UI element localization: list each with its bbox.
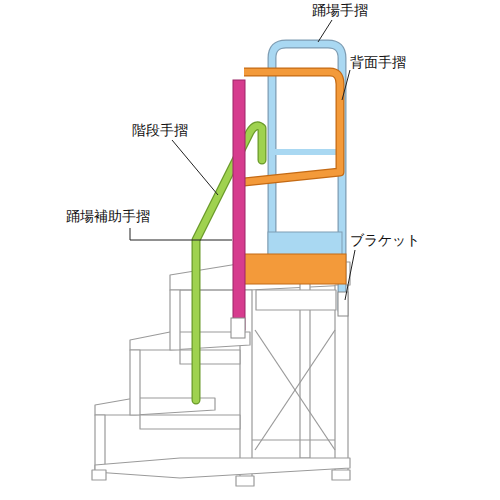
side-rail (140, 415, 240, 429)
part-label: 背面手摺 (350, 54, 406, 71)
leader-line (172, 140, 218, 195)
leader-line (318, 20, 332, 42)
bracket (338, 292, 348, 316)
rail (252, 439, 335, 440)
foot (92, 470, 106, 480)
side-rail (180, 350, 240, 364)
base-frame (95, 458, 350, 478)
part-label: 階段手摺 (132, 122, 188, 139)
leader-line (342, 70, 350, 100)
part-label: ブラケット (350, 232, 420, 249)
foot (236, 476, 254, 486)
brace (255, 330, 335, 450)
step-post (170, 290, 180, 350)
leader-line (130, 228, 232, 240)
leader-line (345, 250, 355, 300)
stair-handrail (196, 126, 262, 400)
side-rail (256, 290, 336, 310)
clamp (231, 318, 245, 338)
rear-post (335, 285, 348, 475)
step-post (130, 350, 140, 415)
landing-handrail (272, 149, 342, 155)
aux-handrail (233, 80, 245, 330)
stair-handrail (196, 126, 262, 400)
toe-board (240, 254, 346, 284)
step-post (95, 415, 105, 470)
part-label: 踊場手摺 (312, 2, 368, 19)
part-label: 踊場補助手摺 (66, 208, 150, 225)
foot (332, 470, 350, 480)
rail (180, 289, 240, 290)
brace (255, 330, 335, 450)
